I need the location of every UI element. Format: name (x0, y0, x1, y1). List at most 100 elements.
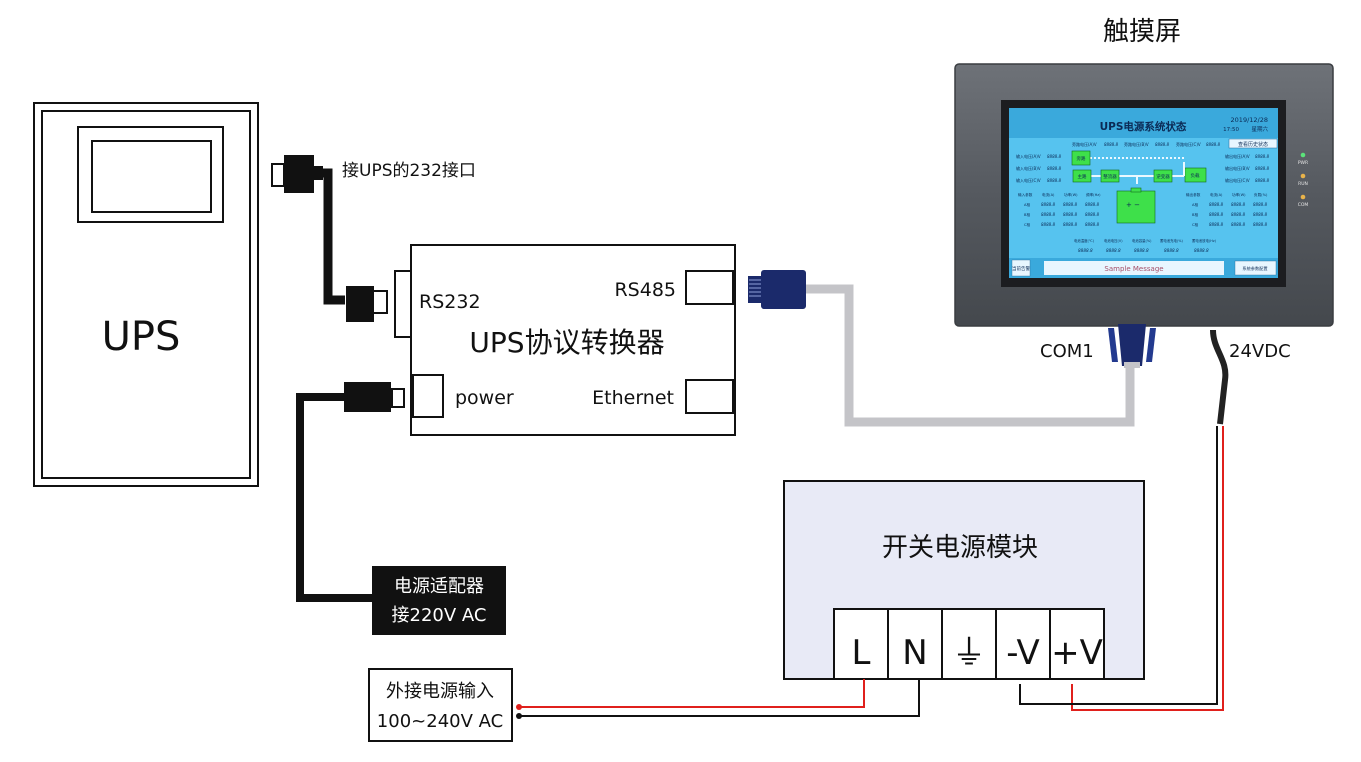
bypass-label-c: 旁路电压(C)V (1176, 141, 1201, 147)
hmi-time: 17:50 (1223, 127, 1239, 133)
output-voltage-label-b: 输出电压(B)V (1225, 165, 1250, 171)
power-supply-module: 开关电源模块 L N ⏚ -V +V (783, 480, 1145, 680)
terminal-pos-v: +V (1051, 633, 1103, 673)
output-params-h1: 电流(A) (1210, 192, 1223, 197)
input-phase-b: B相 (1024, 212, 1030, 217)
alarm-label: 当前告警 (1012, 265, 1030, 272)
battery-cell: 8888.8 (1106, 248, 1121, 253)
rs232-cable: 接UPS的232接口 (271, 155, 476, 322)
input-cell: 8888.8 (1041, 222, 1055, 227)
output-voltage-label-c: 输出电压(C)V (1225, 177, 1250, 183)
bypass-value-c: 8888.8 (1206, 142, 1220, 147)
block-load: 负载 (1191, 172, 1200, 179)
com1-label: COM1 (1040, 341, 1094, 362)
terminal-neg-v: -V (1006, 633, 1040, 673)
block-rectifier: 整流器 (1103, 173, 1117, 180)
input-voltage-value-c: 8888.8 (1047, 178, 1061, 183)
input-params-h3: 频率(Hz) (1086, 192, 1101, 197)
rs232-port (394, 270, 412, 338)
protocol-converter: RS232 RS485 power Ethernet UPS协议转换器 (394, 244, 736, 436)
ext-input-line1: 外接电源输入 (386, 681, 494, 702)
bypass-value-b: 8888.8 (1155, 142, 1169, 147)
input-voltage-label-b: 输入电压(B)V (1016, 165, 1041, 171)
indicator-pwr: PWR (1298, 160, 1308, 166)
output-params-h0: 输出参数 (1186, 192, 1201, 197)
input-cell: 8888.8 (1041, 202, 1055, 207)
config-button-label: 系统参数配置 (1242, 265, 1267, 272)
bypass-value-a: 8888.8 (1104, 142, 1118, 147)
output-cell: 8888.8 (1231, 212, 1245, 217)
input-cell: 8888.8 (1063, 222, 1077, 227)
port-rs485-label: RS485 (614, 279, 676, 301)
power-port (412, 374, 444, 418)
hmi-date: 2019/12/28 (1231, 116, 1268, 124)
output-cell: 8888.8 (1253, 222, 1267, 227)
power-adapter: 电源适配器 接220V AC (372, 566, 506, 635)
history-button-label: 查看历史状态 (1238, 141, 1268, 148)
input-phase-a: A相 (1024, 202, 1030, 207)
indicator-com: COM (1298, 202, 1309, 208)
battery-cell: 8888.8 (1164, 248, 1179, 253)
input-cell: 8888.8 (1063, 202, 1077, 207)
com1-connector (1108, 324, 1156, 368)
converter-name: UPS协议转换器 (469, 326, 664, 359)
svg-text:+ −: + − (1126, 201, 1140, 209)
output-params-h3: 负载(%) (1254, 192, 1268, 197)
output-voltage-label-a: 输出电压(A)V (1225, 153, 1250, 159)
battery-cell: 8888.8 (1134, 248, 1149, 253)
adapter-line2: 接220V AC (392, 605, 487, 626)
input-params-h2: 功率(W) (1064, 192, 1078, 197)
port-power-label: power (455, 387, 514, 409)
output-voltage-value-a: 8888.8 (1255, 154, 1269, 159)
input-cell: 8888.8 (1085, 202, 1099, 207)
input-phase-c: C相 (1024, 222, 1031, 227)
input-voltage-value-a: 8888.8 (1047, 154, 1061, 159)
output-params-h2: 功率(W) (1232, 192, 1246, 197)
config-button[interactable] (1234, 260, 1277, 276)
terminal-ground: ⏚ (952, 633, 986, 673)
hmi-title: UPS电源系统状态 (1100, 120, 1187, 133)
battery-h1: 电池电压(V) (1104, 238, 1123, 243)
ext-input-line2: 100~240V AC (377, 711, 503, 732)
battery-cell: 8888.8 (1194, 248, 1209, 253)
touchscreen-title: 触摸屏 (1103, 17, 1181, 47)
rs485-cable (748, 270, 1135, 427)
output-phase-c: C相 (1192, 222, 1199, 227)
battery-h4: 蓄电池放电(Hz) (1192, 238, 1217, 243)
bypass-label-b: 旁路电压(B)V (1124, 141, 1149, 147)
history-button[interactable] (1228, 138, 1278, 149)
output-voltage-value-b: 8888.8 (1255, 166, 1269, 171)
output-cell: 8888.8 (1253, 212, 1267, 217)
input-params-h0: 输入参数 (1018, 192, 1033, 197)
port-rs232-label: RS232 (419, 291, 481, 313)
external-input-box: 外接电源输入 100~240V AC (368, 668, 513, 742)
dc-cable (1019, 329, 1229, 711)
input-voltage-label-a: 输入电压(A)V (1016, 153, 1041, 159)
alarm-message-box (1044, 261, 1224, 275)
psu-name: 开关电源模块 (882, 533, 1038, 563)
block-inverter: 逆变器 (1156, 173, 1170, 180)
output-cell: 8888.8 (1209, 212, 1223, 217)
ac-input-wires (516, 679, 920, 719)
adapter-line1: 电源适配器 (394, 576, 484, 597)
output-phase-b: B相 (1192, 212, 1198, 217)
alarm-message: Sample Message (1104, 265, 1163, 273)
block-main: 主路 (1078, 173, 1087, 180)
output-voltage-value-c: 8888.8 (1255, 178, 1269, 183)
terminal-n: N (902, 633, 927, 673)
block-bypass: 旁路 (1077, 155, 1086, 162)
ups-label: UPS (102, 314, 181, 360)
indicator-run: RUN (1298, 181, 1308, 187)
input-voltage-label-c: 输入电压(C)V (1016, 177, 1041, 183)
output-cell: 8888.8 (1231, 202, 1245, 207)
output-cell: 8888.8 (1253, 202, 1267, 207)
touchscreen: UPS电源系统状态 2019/12/28 17:50 星期六 查看历史状态 旁路… (954, 63, 1334, 327)
adapter-cable (296, 382, 405, 602)
hmi-weekday: 星期六 (1251, 125, 1268, 133)
cable-note: 接UPS的232接口 (342, 161, 476, 181)
battery-h3: 蓄电池充电(%) (1160, 238, 1183, 243)
input-cell: 8888.8 (1041, 212, 1055, 217)
output-cell: 8888.8 (1231, 222, 1245, 227)
battery-h0: 电池温度(℃) (1074, 238, 1095, 243)
